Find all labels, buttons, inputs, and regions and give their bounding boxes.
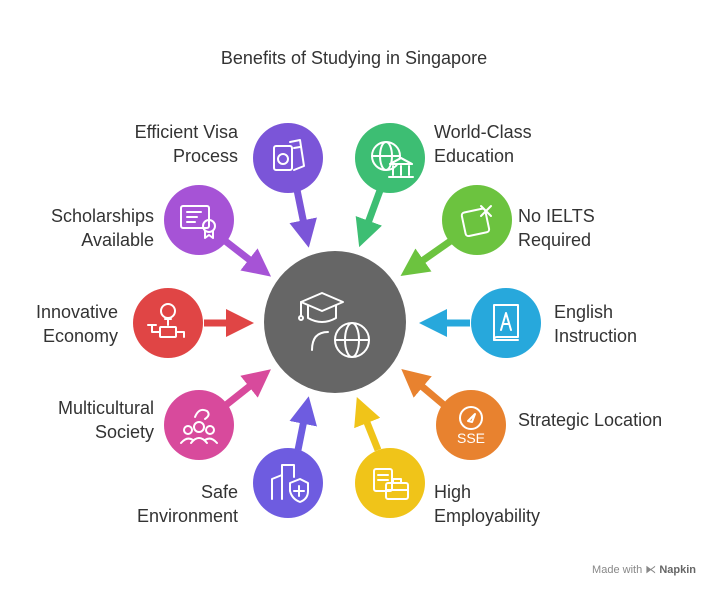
label-line1: Scholarships	[50, 206, 154, 226]
napkin-logo-icon: ⧔	[645, 564, 657, 576]
cancel-square-icon	[460, 205, 492, 238]
people-icon	[180, 408, 218, 444]
node-circle-location	[436, 390, 506, 460]
node-innov	[133, 288, 203, 358]
napkin-brand: Napkin	[659, 564, 696, 576]
label-ielts: No IELTS Required	[518, 204, 595, 252]
arrow-ielts	[400, 237, 455, 277]
arrow-scholar	[221, 237, 272, 277]
globe-institution-icon	[371, 141, 414, 178]
label-line1: Efficient Visa	[134, 122, 238, 142]
label-line1: No IELTS	[518, 206, 595, 226]
location-icon-text: SSE	[457, 430, 485, 446]
label-line2: Available	[81, 230, 154, 250]
label-line2: Economy	[42, 326, 118, 346]
label-line2: Employability	[434, 506, 541, 526]
arrow-safe	[289, 396, 317, 451]
center-hub	[264, 251, 406, 393]
arrow-education	[355, 183, 386, 248]
book-a-icon	[493, 304, 519, 341]
passport-icon	[273, 139, 305, 171]
compass-icon: SSE	[457, 406, 485, 446]
label-line2: Society	[94, 422, 154, 442]
briefcase-icon	[373, 468, 409, 500]
node-safe	[253, 448, 323, 518]
node-ielts	[442, 185, 512, 255]
footer: Made with ⧔ Napkin	[592, 563, 696, 576]
node-circle-scholar	[164, 185, 234, 255]
page-title: Benefits of Studying in Singapore	[220, 48, 488, 68]
arrow-multi	[223, 369, 271, 408]
arrow-location	[401, 368, 447, 408]
node-education	[355, 123, 425, 193]
label-line2: Required	[518, 230, 592, 250]
label-line2: Education	[434, 146, 515, 166]
node-scholar	[164, 185, 234, 255]
node-multi	[164, 390, 234, 460]
shield-building-icon	[271, 464, 309, 503]
node-circle-safe	[253, 448, 323, 518]
label-line1: Safe	[200, 482, 238, 502]
label-line1: Strategic Location	[518, 410, 663, 430]
label-line2: Instruction	[554, 326, 638, 346]
node-visa	[253, 123, 323, 193]
made-with-text: Made with	[592, 564, 643, 576]
label-line1: Multicultural	[57, 398, 154, 418]
node-employ	[355, 448, 425, 518]
node-location: SSE	[436, 390, 506, 460]
label-line1: World-Class	[434, 122, 532, 142]
node-circle-education	[355, 123, 425, 193]
label-line1: English	[554, 302, 614, 322]
arrow-visa	[289, 184, 317, 248]
label-location: Strategic Location	[518, 408, 662, 432]
arrow-employ	[354, 397, 382, 452]
node-circle-multi	[164, 390, 234, 460]
certificate-icon	[180, 205, 216, 239]
label-line1: High	[434, 482, 472, 502]
lightbulb-circuit-icon	[147, 303, 185, 338]
node-english	[471, 288, 541, 358]
label-line1: Innovative	[35, 302, 118, 322]
graduate-globe-icon	[298, 292, 370, 358]
node-circle-ielts	[442, 185, 512, 255]
center-circle	[264, 251, 406, 393]
label-line2: Environment	[136, 506, 238, 526]
label-line2: Process	[172, 146, 238, 166]
